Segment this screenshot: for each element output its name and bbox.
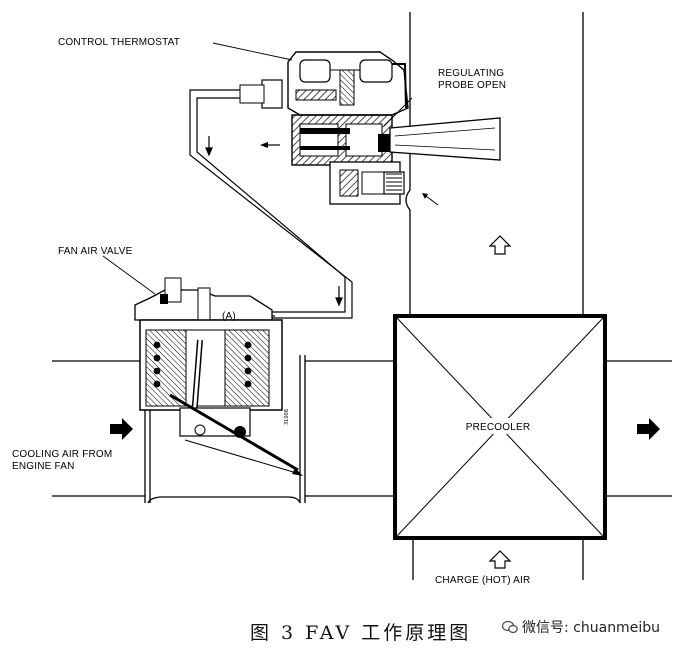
charge-air-duct [405,12,584,580]
watermark: 微信号: chuanmeibu [498,615,664,639]
cooling-air-label-line2: ENGINE FAN [12,461,75,472]
charge-air-label: CHARGE (HOT) AIR [435,575,530,586]
figure-caption: 图 3 FAV 工作原理图 [250,622,472,644]
precooler: PRECOOLER [393,314,607,540]
regulating-probe-label-line1: REGULATING [438,68,504,79]
control-thermostat [212,42,501,206]
cooling-air-exit-arrow [637,418,660,440]
precooler-label: PRECOOLER [466,422,531,433]
fan-air-valve-label: FAN AIR VALVE [58,246,133,257]
svg-text:31008: 31008 [284,409,290,425]
regulating-probe-label-line2: PROBE OPEN [438,80,506,91]
cooling-air-label-line1: COOLING AIR FROM [12,449,112,460]
watermark-text: 微信号: chuanmeibu [522,620,660,636]
flow-arrows [110,235,660,569]
control-thermostat-label: CONTROL THERMOSTAT [58,37,180,48]
duct-up-arrow [488,235,512,255]
point-a-label: (A) [222,311,236,322]
fan-air-valve: 31008 [102,255,303,476]
wechat-icon [502,620,518,634]
charge-air-up-arrow [488,550,512,569]
fan-air-duct [52,355,672,504]
cooling-air-inlet-arrow [110,418,133,440]
